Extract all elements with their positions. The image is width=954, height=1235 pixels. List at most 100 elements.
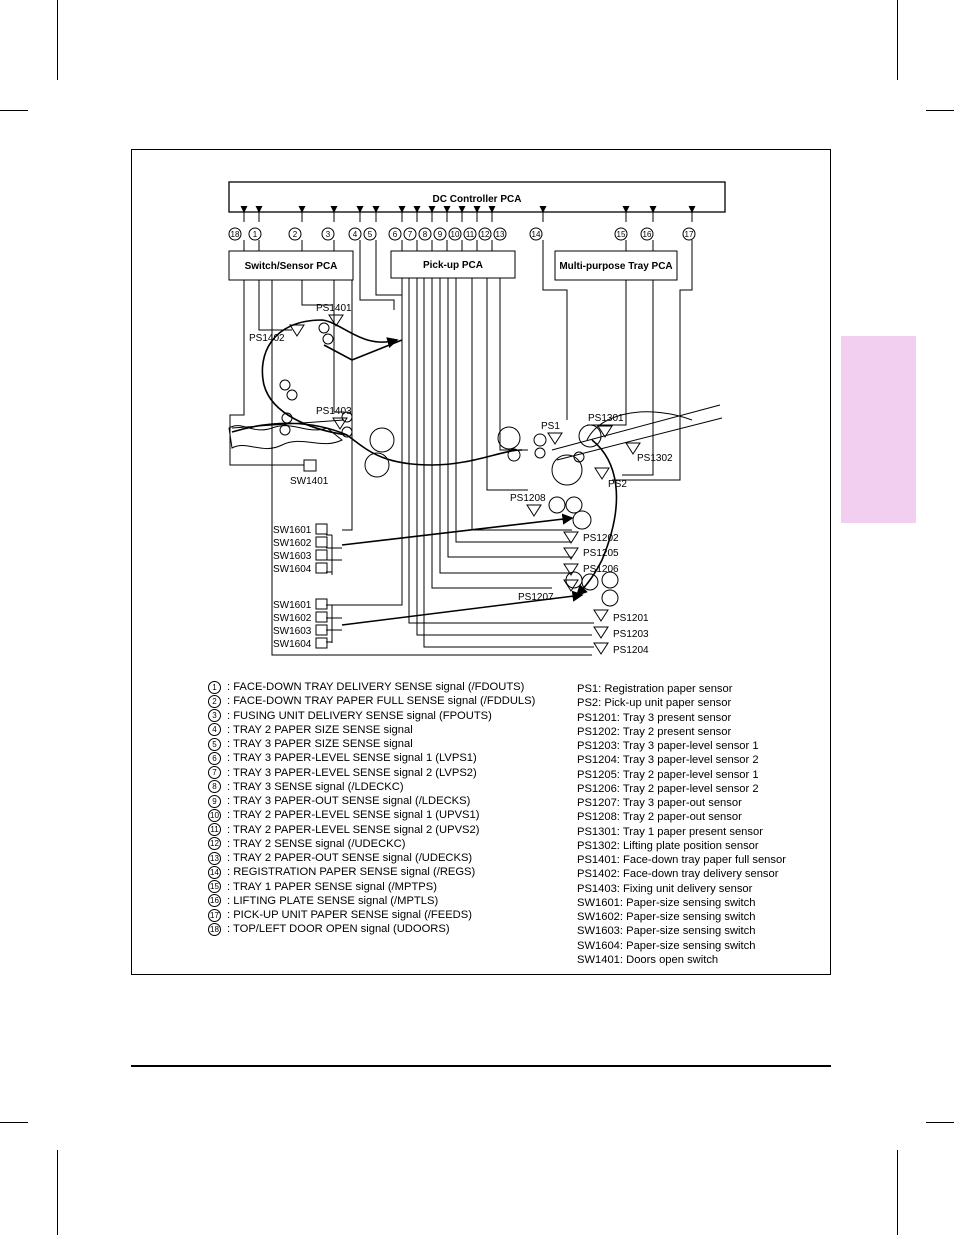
paper-path	[231, 319, 723, 626]
sensor-triangles	[289, 314, 641, 655]
sensor-legend-item: SW1603: Paper-size sensing switch	[577, 925, 756, 938]
sensor-legend-item: SW1401: Doors open switch	[577, 953, 719, 966]
sensor-legend-item: PS1401: Face-down tray paper full sensor	[577, 854, 786, 866]
signal-number-badge: 4	[208, 723, 221, 737]
signal-description: : TRAY 1 PAPER SENSE signal (/MPTPS)	[227, 880, 437, 893]
sw1602-label: SW1602	[273, 613, 312, 624]
sensor-legend-item: SW1604: Paper-size sensing switch	[577, 939, 756, 952]
sensor-legend-item: PS2: Pick-up unit paper sensor	[577, 697, 732, 710]
ps1-label: PS1	[541, 421, 560, 432]
number-labels: 18 1 2 3 4 5 6 7 8 9 10 11 12 13 14 15 1…	[231, 230, 694, 239]
sw1602-label: SW1602	[273, 538, 312, 549]
crop-mark	[897, 0, 898, 80]
num-label: 7	[408, 230, 413, 239]
ps1402-label: PS1402	[249, 333, 285, 344]
signal-number-badge: 18	[208, 922, 221, 936]
signal-legend-item: 15 : TRAY 1 PAPER SENSE signal (/MPTPS)	[208, 880, 535, 894]
sensor-legend-item: PS1403: Fixing unit delivery sensor	[577, 882, 753, 895]
footer-rule	[131, 1065, 831, 1067]
signal-description: : REGISTRATION PAPER SENSE signal (/REGS…	[227, 866, 476, 879]
mp-tray-label: Multi-purpose Tray PCA	[559, 261, 672, 272]
signal-legend-item: 11 : TRAY 2 PAPER-LEVEL SENSE signal 2 (U…	[208, 823, 535, 837]
num-label: 1	[253, 230, 258, 239]
signal-number-badge: 3	[208, 709, 221, 723]
signal-number-badge: 2	[208, 694, 221, 708]
sensor-legend-item: SW1601: Paper-size sensing switch	[577, 896, 756, 909]
num-label: 18	[231, 230, 240, 239]
mp-tray-pca-box	[554, 250, 678, 281]
paper-sheet	[228, 425, 343, 450]
signal-number-badge: 13	[208, 851, 221, 865]
signal-description: : TRAY 3 PAPER-LEVEL SENSE signal 1 (LVP…	[227, 752, 477, 765]
rollers	[279, 322, 619, 607]
crop-mark	[0, 110, 28, 111]
signal-legend-item: 3: FUSING UNIT DELIVERY SENSE signal (FP…	[208, 709, 535, 723]
sensor-legend-item: PS1201: Tray 3 present sensor	[577, 711, 732, 724]
signal-description: : TRAY 2 PAPER SIZE SENSE signal	[227, 723, 413, 736]
sensor-legend-item: PS1204: Tray 3 paper-level sensor 2	[577, 754, 759, 767]
signal-description: : TRAY 2 SENSE signal (/UDECKC)	[227, 837, 406, 850]
num-label: 2	[293, 230, 298, 239]
sensor-legend-item: PS1205: Tray 2 paper-level sensor 1	[577, 768, 759, 781]
signal-legend-item: 18 : TOP/LEFT DOOR OPEN signal (UDOORS)	[208, 922, 535, 936]
num-label: 17	[685, 230, 694, 239]
num-label: 13	[496, 230, 505, 239]
signal-legend-item: 7 : TRAY 3 PAPER-LEVEL SENSE signal 2 (LV…	[208, 766, 535, 780]
signal-description: : TRAY 2 PAPER-OUT SENSE signal (/UDECKS…	[227, 852, 473, 864]
ps1203-label: PS1203	[613, 629, 649, 640]
signal-legend-item: 2: FACE-DOWN TRAY PAPER FULL SENSE signa…	[208, 694, 535, 708]
pickup-pca-box	[390, 250, 516, 279]
dc-controller-label: DC Controller PCA	[433, 194, 522, 205]
signal-description: : TOP/LEFT DOOR OPEN signal (UDOORS)	[227, 923, 450, 936]
sw1601-label: SW1601	[273, 600, 312, 611]
num-label: 12	[481, 230, 490, 239]
signal-legend: 1: FACE-DOWN TRAY DELIVERY SENSE signal …	[208, 680, 535, 937]
signal-number-badge: 7	[208, 766, 221, 780]
sw1601-label: SW1601	[273, 525, 312, 536]
ps1302-label: PS1302	[637, 453, 673, 464]
signal-legend-item: 16: LIFTING PLATE SENSE signal (/MPTLS)	[208, 894, 535, 908]
pickup-label: Pick-up PCA	[423, 260, 483, 271]
signal-legend-item: 1: FACE-DOWN TRAY DELIVERY SENSE signal …	[208, 680, 535, 694]
num-label: 14	[532, 230, 541, 239]
signal-legend-item: 6 : TRAY 3 PAPER-LEVEL SENSE signal 1 (LV…	[208, 751, 535, 765]
sensor-legend-item: PS1207: Tray 3 paper-out sensor	[577, 797, 742, 809]
signal-legend-item: 13 : TRAY 2 PAPER-OUT SENSE signal (/UDEC…	[208, 851, 535, 865]
signal-legend-item: 14: REGISTRATION PAPER SENSE signal (/RE…	[208, 865, 535, 879]
signal-number-badge: 6	[208, 751, 221, 765]
ps1301-label: PS1301	[588, 413, 624, 424]
signal-number-badge: 8	[208, 780, 221, 794]
section-tab	[841, 336, 916, 523]
num-label: 15	[617, 230, 626, 239]
signal-number-badge: 15	[208, 880, 221, 894]
sw1603-label: SW1603	[273, 551, 312, 562]
signal-description: : TRAY 2 PAPER-LEVEL SENSE signal 2 (UPV…	[227, 823, 480, 836]
num-label: 10	[451, 230, 460, 239]
sensor-legend-item: PS1402: Face-down tray delivery sensor	[577, 868, 779, 881]
ps1207-label: PS1207	[518, 592, 554, 603]
signal-legend-item: 17: PICK-UP UNIT PAPER SENSE signal (/FE…	[208, 908, 535, 922]
switch-squares	[303, 459, 328, 649]
ps1401-label: PS1401	[316, 303, 352, 314]
signal-lines	[229, 206, 696, 656]
ps1204-label: PS1204	[613, 645, 649, 656]
sw1401-label: SW1401	[290, 476, 329, 487]
signal-number-badge: 1	[208, 680, 221, 694]
signal-number-badge: 12	[208, 837, 221, 851]
num-label: 4	[353, 230, 358, 239]
sensor-legend-item: PS1301: Tray 1 paper present sensor	[577, 825, 763, 838]
signal-number-badge: 10	[208, 808, 221, 822]
signal-description: : TRAY 3 PAPER-LEVEL SENSE signal 2 (LVP…	[227, 766, 477, 779]
signal-description: : TRAY 3 SENSE signal (/LDECKC)	[227, 780, 404, 793]
ps1206-label: PS1206	[583, 564, 619, 575]
signal-description: : TRAY 3 PAPER-OUT SENSE signal (/LDECKS…	[227, 795, 471, 807]
signal-legend-item: 12 : TRAY 2 SENSE signal (/UDECKC)	[208, 837, 535, 851]
switch-sensor-label: Switch/Sensor PCA	[245, 261, 338, 272]
switch-sensor-pca-box	[228, 250, 354, 281]
crop-mark	[926, 110, 954, 111]
num-label: 3	[326, 230, 331, 239]
num-label: 8	[423, 230, 428, 239]
signal-description: : TRAY 3 PAPER SIZE SENSE signal	[227, 738, 413, 750]
signal-number-badge: 11	[208, 823, 221, 837]
